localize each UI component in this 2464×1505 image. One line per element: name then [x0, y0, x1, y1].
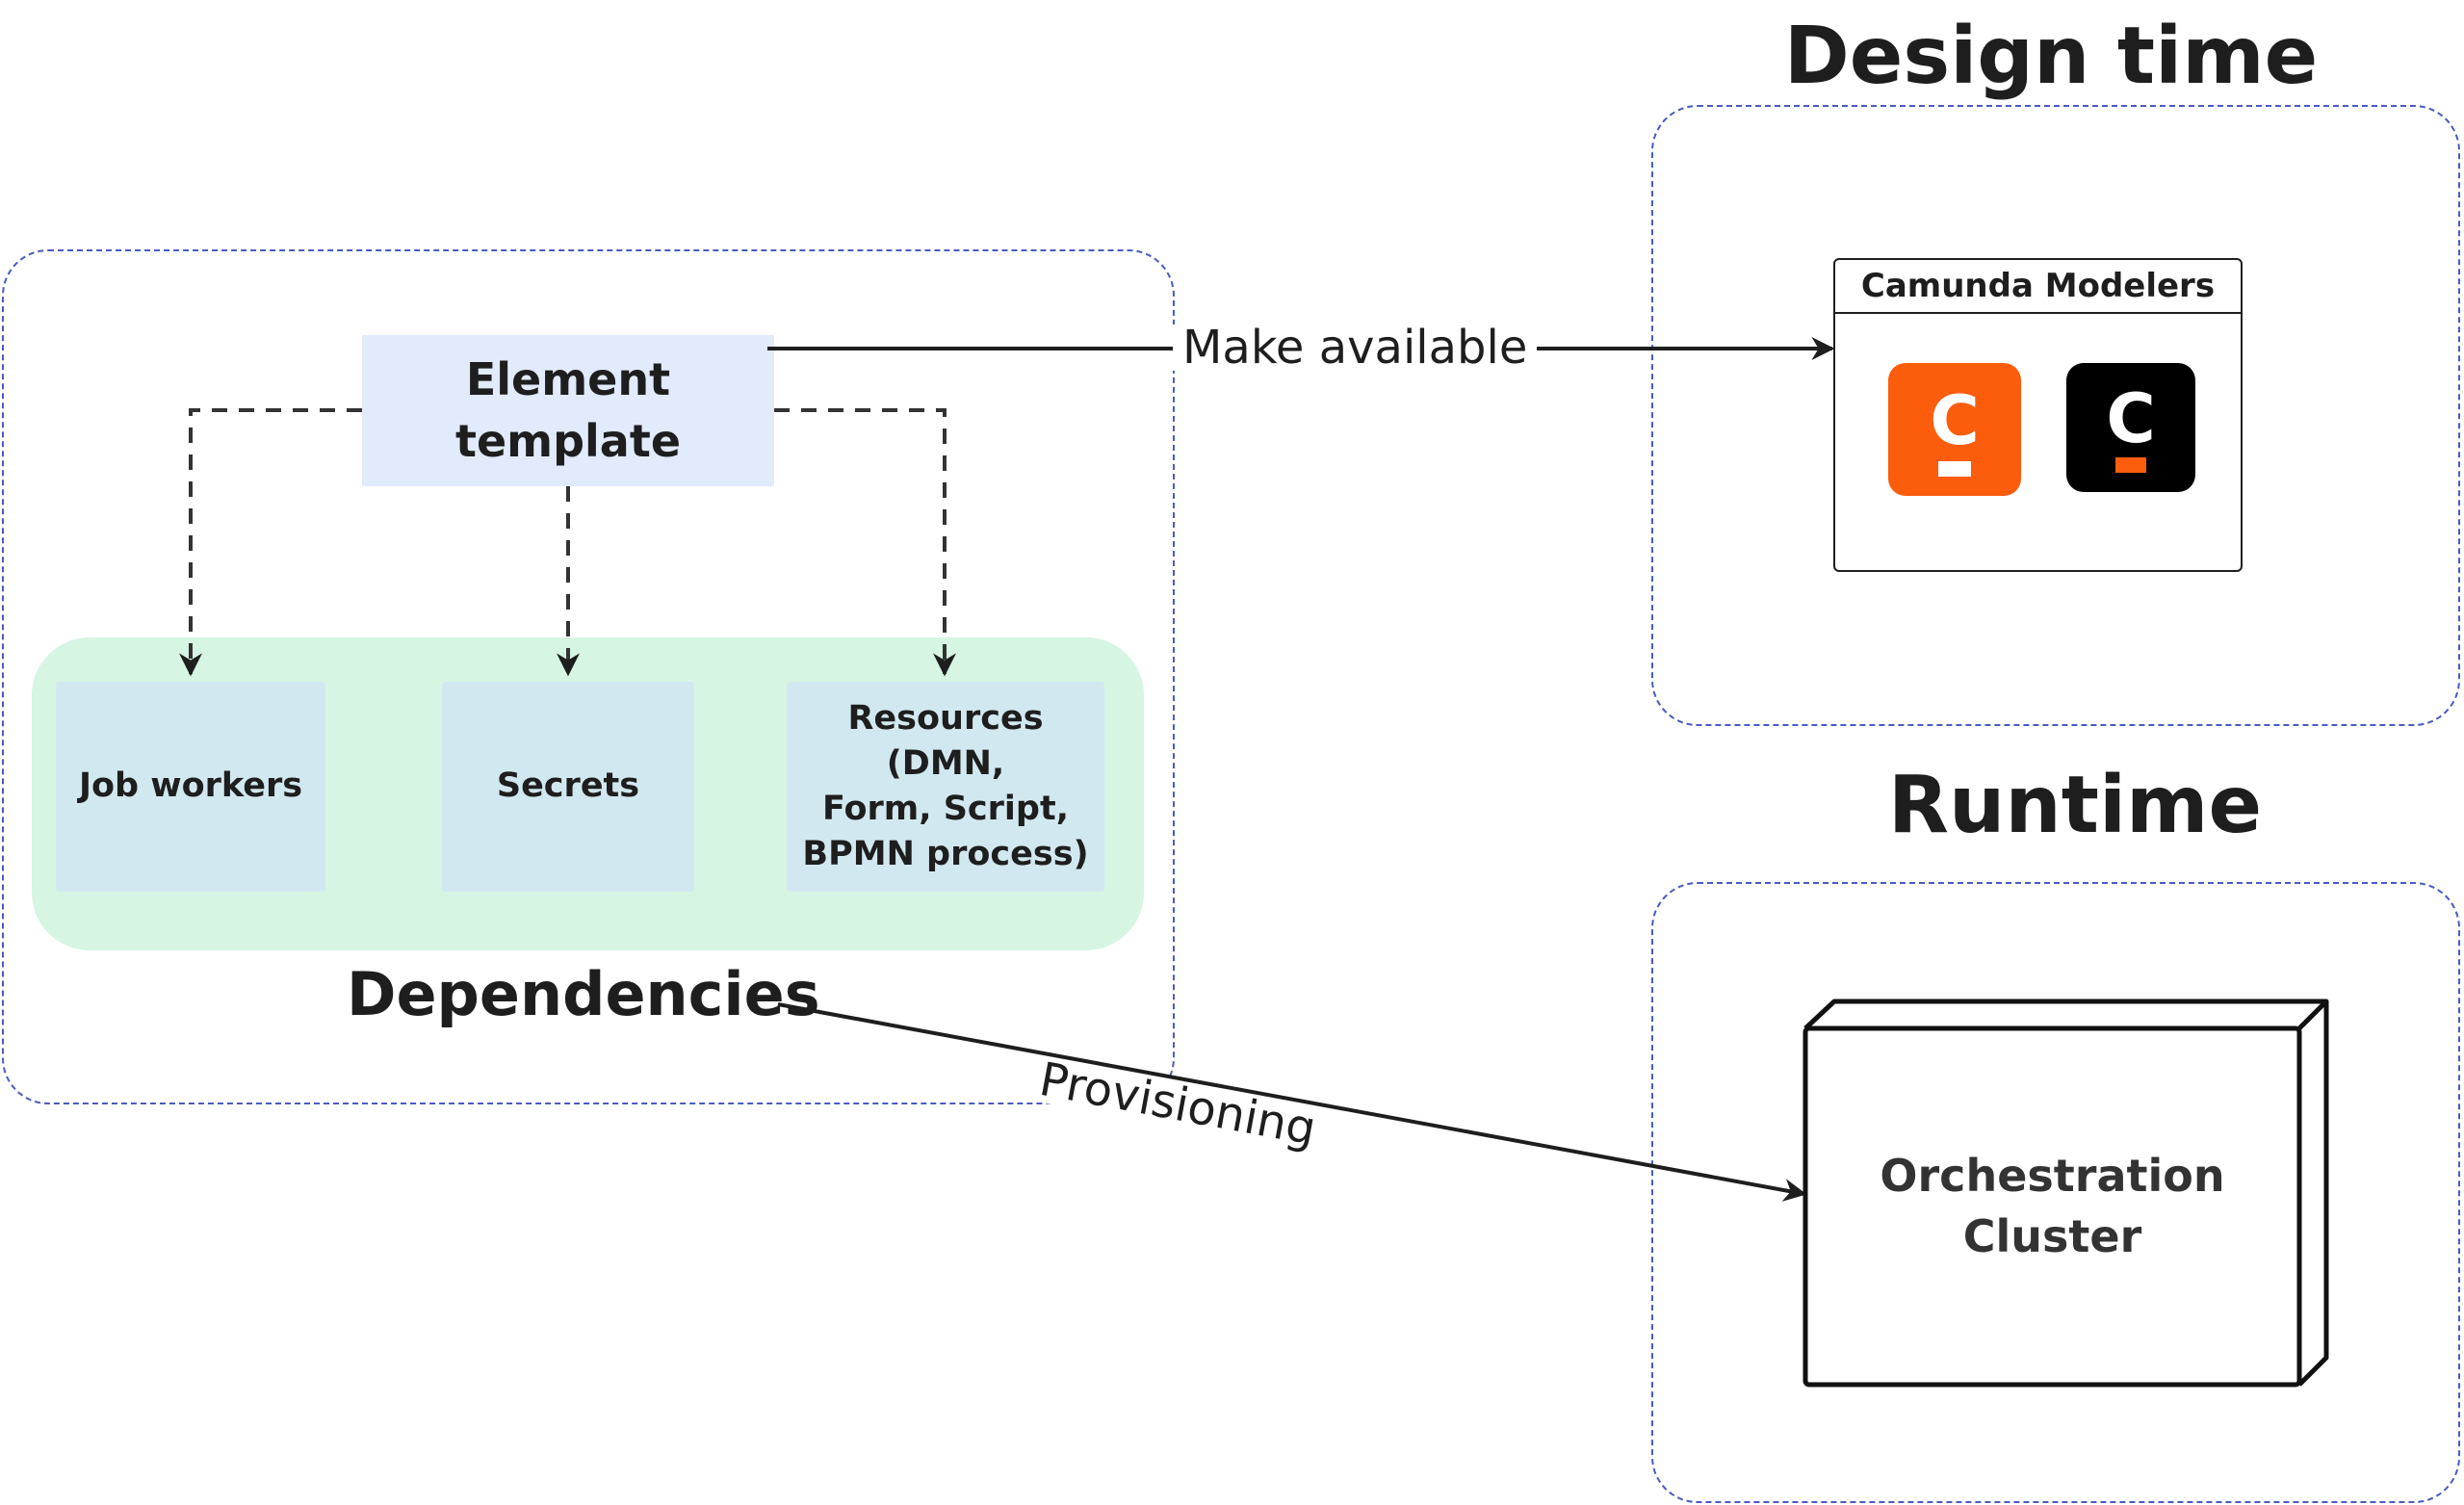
- camunda-logo-letter: C: [2106, 379, 2155, 458]
- resources-label-line-2: Form, Script,: [821, 790, 1070, 828]
- secrets-label: Secrets: [496, 766, 640, 806]
- camunda-modelers-title: Camunda Modelers: [1835, 260, 2241, 314]
- camunda-logo-letter: C: [1930, 381, 1979, 460]
- orchestration-cluster-node: [1803, 999, 2329, 1388]
- dependencies-label: Dependencies: [347, 959, 820, 1029]
- make-available-label: Make available: [1173, 324, 1538, 371]
- runtime-group: [1651, 882, 2460, 1503]
- camunda-modeler-desktop-icon: C: [1888, 363, 2021, 496]
- secrets-box: Secrets: [442, 682, 694, 892]
- job-workers-label: Job workers: [78, 766, 303, 806]
- connector-template-to-resources: [774, 408, 956, 677]
- element-template-line-2: template: [454, 414, 682, 467]
- camunda-modelers-box: Camunda Modelers C C: [1833, 258, 2243, 572]
- cluster-label-line-1: Orchestration: [1880, 1149, 2225, 1202]
- job-workers-box: Job workers: [56, 682, 325, 892]
- design-time-title: Design time: [1783, 11, 2319, 102]
- connector-template-to-job-workers: [179, 408, 362, 677]
- element-template-box: Element template: [362, 335, 774, 486]
- cluster-label-line-2: Cluster: [1962, 1210, 2142, 1262]
- resources-label-line-3: BPMN process): [802, 835, 1089, 874]
- element-template-group: [2, 249, 1175, 1104]
- camunda-modeler-web-icon: C: [2066, 363, 2195, 492]
- element-template-line-1: Element: [465, 353, 671, 406]
- resources-label-line-1: Resources (DMN,: [847, 698, 1044, 783]
- runtime-title: Runtime: [1887, 760, 2263, 851]
- resources-box: Resources (DMN, Form, Script, BPMN proce…: [787, 682, 1104, 892]
- orchestration-cluster-label: Orchestration Cluster: [1805, 1028, 2299, 1385]
- design-time-group: [1651, 105, 2460, 726]
